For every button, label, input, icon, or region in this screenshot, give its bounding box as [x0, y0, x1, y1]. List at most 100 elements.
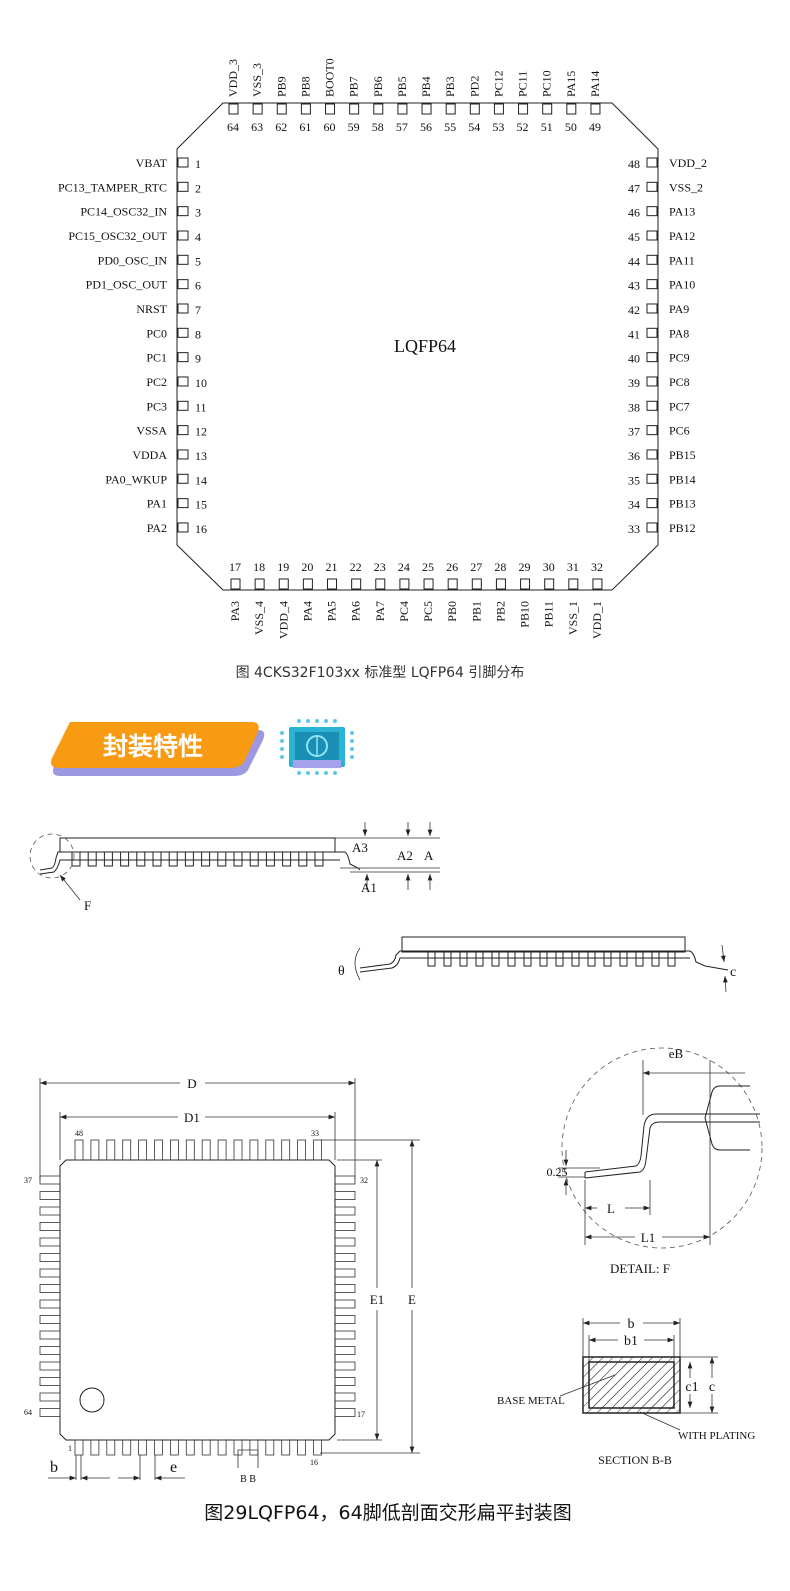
- lead: [334, 1346, 356, 1355]
- lead: [154, 1139, 163, 1161]
- pin-name: VSSA: [136, 424, 167, 438]
- pin-number: 27: [470, 560, 482, 574]
- pin-name: PC12: [491, 70, 505, 97]
- pin-name: PC6: [669, 424, 690, 438]
- pinout-caption: 图 4CKS32F103xx 标准型 LQFP64 引脚分布: [236, 665, 525, 681]
- pin-32-label: 32: [360, 1176, 368, 1185]
- pin-pad: [646, 327, 658, 338]
- lead: [217, 1439, 227, 1456]
- pin-number: 18: [253, 560, 265, 574]
- lead: [334, 1392, 356, 1402]
- lead: [136, 851, 146, 867]
- pin-number: 38: [628, 400, 640, 414]
- pin-number: 39: [628, 376, 640, 390]
- pin-name: PB15: [669, 448, 696, 462]
- lead: [106, 1139, 116, 1161]
- package-label: LQFP64: [394, 336, 456, 356]
- lead: [152, 851, 162, 867]
- pin-name: PC3: [146, 399, 167, 413]
- pin-name: PB10: [518, 601, 532, 628]
- lead: [507, 950, 516, 967]
- pin-number: 22: [350, 560, 362, 574]
- lead: [334, 1222, 356, 1231]
- lead: [71, 851, 81, 867]
- pin-pad: [646, 254, 658, 265]
- pin: 37 PC6: [628, 424, 690, 439]
- lead: [90, 1139, 100, 1161]
- pin-number: 26: [446, 560, 458, 574]
- pin-pad: [325, 103, 336, 115]
- lead: [217, 851, 227, 867]
- pin-number: 19: [277, 560, 289, 574]
- pin-number: 11: [195, 400, 207, 414]
- pin-number: 7: [195, 303, 201, 317]
- pin-number: 59: [348, 120, 360, 134]
- pin-1-label: 1: [68, 1444, 72, 1453]
- pin-name: PD1_OSC_OUT: [86, 278, 168, 292]
- pin-number: 58: [372, 120, 384, 134]
- pin: VSSA 12: [136, 424, 207, 439]
- pin-pad: [177, 181, 189, 192]
- pin-pad: [276, 103, 287, 115]
- lead: [39, 1284, 61, 1293]
- pin-name: VDD_4: [276, 601, 290, 639]
- lead: [39, 1361, 61, 1371]
- pin-pad: [177, 425, 189, 436]
- pin-number: 57: [396, 120, 408, 134]
- lead: [265, 1439, 275, 1456]
- lead: [265, 1139, 275, 1161]
- pin-pad: [397, 103, 408, 115]
- lead: [334, 1175, 356, 1185]
- pin-name: VSS_3: [250, 63, 264, 97]
- lead: [201, 851, 211, 867]
- lead: [39, 1237, 61, 1247]
- pin-pad: [590, 103, 601, 115]
- pin-pad: [177, 449, 189, 460]
- dim-c1: c1: [685, 1380, 698, 1395]
- pin-37-label: 37: [24, 1176, 32, 1185]
- pin-number: 12: [195, 425, 207, 439]
- pin-name: PA8: [669, 326, 689, 340]
- pin-name: PA10: [669, 278, 695, 292]
- pin-pad: [228, 103, 239, 115]
- lead: [491, 950, 500, 967]
- lead: [281, 1139, 291, 1161]
- pin-number: 37: [628, 425, 640, 439]
- pin-pad: [177, 206, 189, 217]
- pin-name: PA11: [669, 253, 695, 267]
- pin-name: BOOT0: [323, 58, 337, 97]
- lead: [334, 1191, 356, 1200]
- pin-number: 29: [519, 560, 531, 574]
- pin-pad: [278, 578, 289, 590]
- pin-number: 62: [275, 120, 287, 134]
- lead: [334, 1315, 356, 1324]
- section-mark-bb: B B: [240, 1474, 256, 1485]
- pin-pad: [254, 578, 265, 590]
- pin-pad: [421, 103, 432, 115]
- pin-pad: [646, 352, 658, 363]
- lead: [217, 1139, 227, 1161]
- pin-name: PB11: [542, 601, 556, 627]
- lead: [106, 1439, 116, 1456]
- lead: [185, 1139, 195, 1161]
- pin-name: PB8: [298, 76, 312, 97]
- pin-pad: [646, 473, 658, 484]
- lead: [249, 1439, 259, 1456]
